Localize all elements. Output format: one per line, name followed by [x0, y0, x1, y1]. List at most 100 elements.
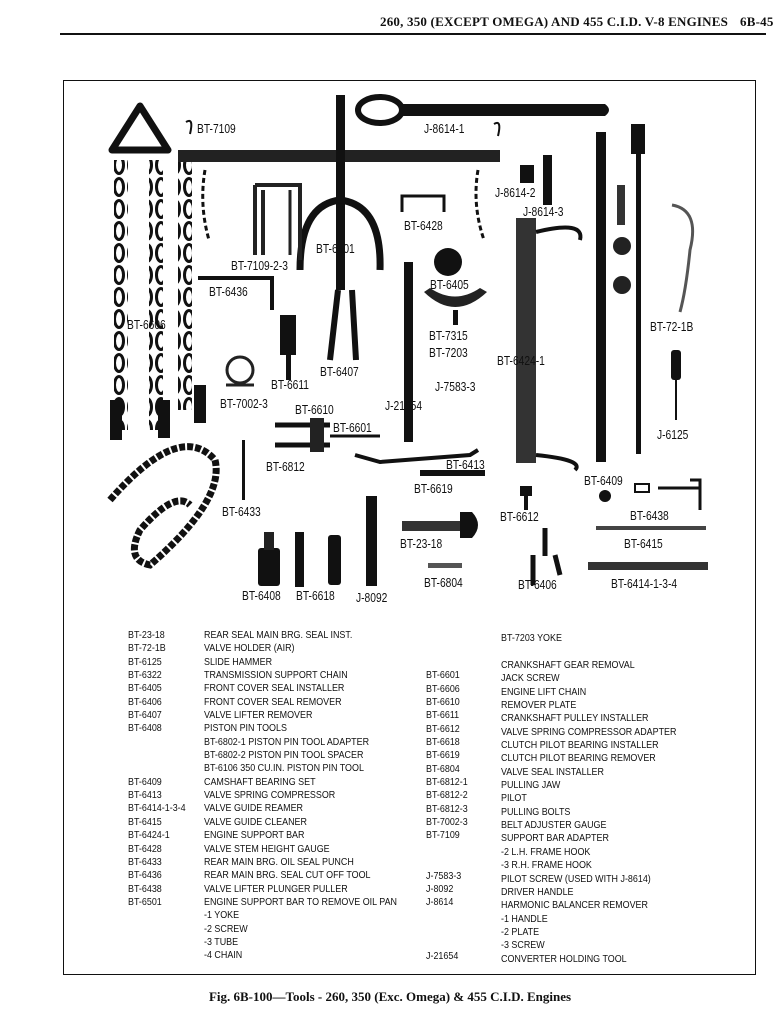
figure-frame	[63, 80, 756, 975]
slide-hammer	[631, 124, 645, 454]
table-cell	[128, 736, 186, 749]
label-bt-7203: BT-7203	[429, 346, 468, 360]
figure-caption: Fig. 6B-100—Tools - 260, 350 (Exc. Omega…	[208, 989, 572, 1004]
table-cell: BT-6812-3	[426, 803, 468, 815]
label-bt-6413: BT-6413	[446, 458, 485, 472]
table-cell: BT-6812-2	[426, 790, 468, 802]
engine-support-bar	[178, 95, 501, 290]
table-cell: BT-6424-1	[128, 830, 170, 842]
label-bt-7109: BT-7109	[197, 122, 236, 136]
label-bt-6804: BT-6804	[424, 576, 463, 590]
table-cell: BT-6414-1-3-4	[128, 803, 186, 815]
table-cell: BT-6812-1	[426, 777, 468, 789]
table-cell: BT-6438	[128, 883, 162, 895]
table-cell: BT-6610	[426, 697, 460, 709]
table-cell: J-8092	[426, 883, 454, 895]
table-cell: BT-6433	[128, 856, 162, 868]
label-bt-6406: BT-6406	[518, 578, 557, 592]
converter-holding-tool	[404, 262, 413, 442]
table-cell: BT-6619	[426, 750, 460, 762]
table-cell	[426, 910, 468, 923]
table-cell: REAR MAIN BRG. SEAL CUT OFF TOOL	[204, 870, 371, 882]
label-j-21654: J-21654	[385, 399, 423, 413]
label-bt-6601: BT-6601	[333, 421, 372, 435]
table-cell: JACK SCREW	[501, 673, 560, 685]
table-cell: CLUTCH PILOT BEARING INSTALLER	[501, 740, 659, 752]
belt-adjuster-gauge	[225, 355, 255, 387]
small-screwdriver	[671, 350, 681, 420]
table-cell	[426, 843, 468, 856]
table-cell: BT-6802-1 PISTON PIN TOOL ADAPTER	[204, 736, 370, 748]
table-cell: BT-6415	[128, 816, 162, 828]
table-cell: ENGINE SUPPORT BAR TO REMOVE OIL PAN	[204, 896, 398, 908]
label-bt-6409: BT-6409	[584, 474, 623, 488]
table-cell	[426, 656, 468, 669]
label-bt-6415: BT-6415	[624, 537, 663, 551]
table-cell: SUPPORT BAR ADAPTER	[501, 833, 609, 845]
label-j-8614-3: J-8614-3	[523, 205, 564, 219]
table-cell: BT-7109	[426, 830, 460, 842]
table-cell: BT-6612	[426, 723, 460, 735]
rear-seal-installer	[402, 512, 478, 538]
table-cell: BT-6407	[128, 710, 162, 722]
table-cell: BT-6606	[426, 683, 460, 695]
table-cell: BT-6106 350 CU.IN. PISTON PIN TOOL	[204, 763, 364, 775]
right-table-descriptions: CRANKSHAFT GEAR REMOVAL JACK SCREW ENGIN…	[501, 659, 676, 966]
table-cell: BT-6601	[426, 670, 460, 682]
seal-cut-off-tool	[198, 276, 274, 310]
valve-guide-cleaner	[596, 526, 706, 530]
label-j-7583-3: J-7583-3	[435, 380, 476, 394]
table-cell: TRANSMISSION SUPPORT CHAIN	[204, 670, 348, 682]
table-cell: ENGINE SUPPORT BAR	[204, 830, 305, 842]
table-cell: CONVERTER HOLDING TOOL	[501, 953, 627, 965]
label-bt-6612: BT-6612	[500, 510, 539, 524]
jack-screw	[275, 418, 380, 452]
label-bt-7002-3: BT-7002-3	[220, 397, 268, 411]
table-cell: -3 R.H. FRAME HOOK	[501, 860, 592, 872]
valve-spring-compressor-adapter	[520, 486, 532, 510]
left-table-codes: BT-23-18 BT-72-1B BT-6125 BT-6322 BT-640…	[128, 629, 186, 909]
table-cell	[426, 936, 468, 949]
small-adapters	[613, 185, 631, 294]
valve-lifter-plunger-puller	[634, 478, 702, 510]
table-cell: VALVE SEAL INSTALLER	[501, 766, 604, 778]
label-bt-6501: BT-6501	[316, 242, 355, 256]
valve-guide-reamer	[588, 562, 708, 570]
page-number: 6B-45	[740, 14, 774, 29]
valve-lifter-remover	[327, 289, 359, 361]
table-cell: VALVE LIFTER REMOVER	[204, 710, 313, 722]
table-cell: BT-6408	[128, 723, 162, 735]
table-cell: BELT ADJUSTER GAUGE	[501, 820, 607, 832]
piston-pin-tools	[258, 532, 280, 586]
header-title: 260, 350 (EXCEPT OMEGA) AND 455 C.I.D. V…	[380, 14, 729, 29]
table-cell: -1 YOKE	[204, 910, 240, 922]
label-bt-6428: BT-6428	[404, 219, 443, 233]
table-cell: CLUTCH PILOT BEARING REMOVER	[501, 753, 656, 765]
table-cell: J-7583-3	[426, 870, 462, 882]
frame-hooks	[253, 183, 302, 260]
label-bt-6618: BT-6618	[296, 589, 335, 603]
table-cell: REAR SEAL MAIN BRG. SEAL INST.	[204, 630, 353, 641]
table-cell: CRANKSHAFT GEAR REMOVAL	[501, 660, 635, 671]
table-cell: PILOT SCREW (USED WITH J-8614)	[501, 873, 651, 885]
header-rule	[60, 33, 766, 35]
table-cell: BT-23-18	[128, 630, 165, 641]
slide-hammer-bar	[516, 155, 583, 472]
label-bt-6619: BT-6619	[414, 482, 453, 496]
label-j-8614-2: J-8614-2	[495, 186, 536, 200]
table-cell: FRONT COVER SEAL REMOVER	[204, 696, 342, 708]
table-cell: BT-6618	[426, 737, 460, 749]
table-cell: -1 HANDLE	[501, 913, 548, 925]
table-cell: BT-6611	[426, 710, 460, 722]
table-cell	[426, 923, 468, 936]
driver-handle	[366, 496, 377, 586]
clutch-pilot-bearing-installer	[295, 532, 304, 587]
label-bt-6611: BT-6611	[271, 378, 309, 392]
table-cell: PISTON PIN TOOLS	[204, 723, 287, 735]
label-bt-6408: BT-6408	[242, 589, 281, 603]
label-j-8614-1: J-8614-1	[424, 122, 465, 136]
pilot-bearing-tool	[328, 535, 341, 585]
table-cell: BT-6413	[128, 790, 162, 802]
transmission-support-chain	[107, 443, 220, 569]
label-bt-6610: BT-6610	[295, 403, 334, 417]
